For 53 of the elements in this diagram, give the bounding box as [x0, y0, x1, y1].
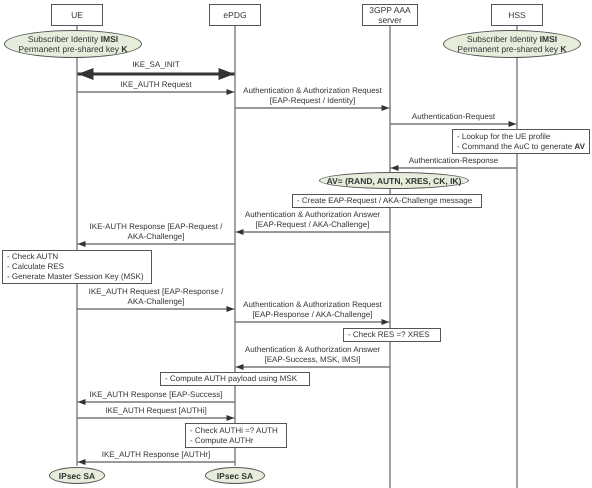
note-line: - Check AUTHi =? AUTH	[190, 426, 278, 436]
ellipse-text: Subscriber Identity IMSI	[28, 34, 118, 44]
message-arrow	[77, 459, 235, 465]
note-line: - Check AUTN	[7, 252, 58, 262]
edge-label: Authentication & Authorization Answer [EAP-Request / AKA-Challenge]	[244, 210, 382, 230]
note-box: - Check RES =? XRES	[343, 328, 441, 342]
note-line: - Command the AuC to generate AV	[457, 142, 585, 152]
lifeline	[234, 26, 236, 466]
message-arrow	[77, 241, 235, 247]
note-box: - Create EAP-Request / AKA-Challenge message	[292, 194, 482, 208]
edge-label: IKE_AUTH Response [EAP-Success]	[88, 390, 224, 400]
note-line: - Calculate RES	[7, 262, 64, 272]
edge-label: Authentication-Request	[410, 112, 496, 122]
message-arrow	[390, 165, 517, 171]
message-arrow	[235, 229, 390, 235]
edge-label: Authentication & Authorization Request [EAP-Response / AKA-Challenge]	[242, 300, 383, 320]
edge-label: Authentication-Response	[408, 156, 500, 166]
message-arrow	[78, 68, 234, 80]
edge-label: IKE_SA_INIT	[131, 60, 181, 70]
note-line: - Generate Master Session Key (MSK)	[7, 272, 144, 282]
state-ellipse: IPsec SA	[49, 467, 105, 484]
message-arrow	[77, 399, 235, 405]
note-box	[185, 423, 287, 448]
state-ellipse: AV= (RAND, AUTN, XRES, CK, IK)	[319, 172, 469, 189]
note-box	[452, 129, 590, 154]
message-arrow	[390, 121, 517, 127]
participant-box: ePDG	[209, 4, 261, 26]
lifeline	[516, 26, 518, 488]
ellipse-text: Permanent pre-shared key K	[18, 44, 128, 54]
edge-label: Authentication & Authorization Answer [EAP-Success, MSK, IMSI]	[244, 345, 382, 365]
lifeline	[389, 26, 391, 488]
edge-label: Authentication & Authorization Request [EAP-Request / Identity]	[242, 86, 383, 106]
edge-label: IKE_AUTH Request [AUTHi]	[104, 406, 208, 416]
message-arrow	[235, 105, 390, 111]
message-arrow	[235, 319, 390, 325]
message-arrow	[77, 89, 235, 95]
note-line: - Lookup for the UE profile	[457, 132, 550, 142]
participant-box: HSS	[491, 4, 543, 26]
note-line: - Compute AUTHr	[190, 436, 254, 446]
participant-box: 3GPP AAA server	[362, 4, 418, 26]
edge-label: IKE_AUTH Request	[119, 80, 193, 90]
state-ellipse: IPsec SA	[205, 467, 265, 484]
edge-label: IKE_AUTH Response [AUTHr]	[100, 450, 212, 460]
ellipse-text: Subscriber Identity IMSI	[466, 34, 558, 44]
edge-label: IKE_AUTH Request [EAP-Response / AKA-Challenge]	[88, 287, 224, 307]
edge-label: IKE-AUTH Response [EAP-Request / AKA-Challenge]	[88, 222, 224, 242]
note-box	[2, 250, 152, 284]
message-arrow	[235, 364, 390, 370]
note-box: - Compute AUTH payload using MSK	[160, 372, 310, 386]
participant-box: UE	[51, 4, 103, 26]
ellipse-text: Permanent pre-shared key K	[457, 44, 567, 54]
message-arrow	[77, 415, 235, 421]
message-arrow	[77, 306, 235, 312]
